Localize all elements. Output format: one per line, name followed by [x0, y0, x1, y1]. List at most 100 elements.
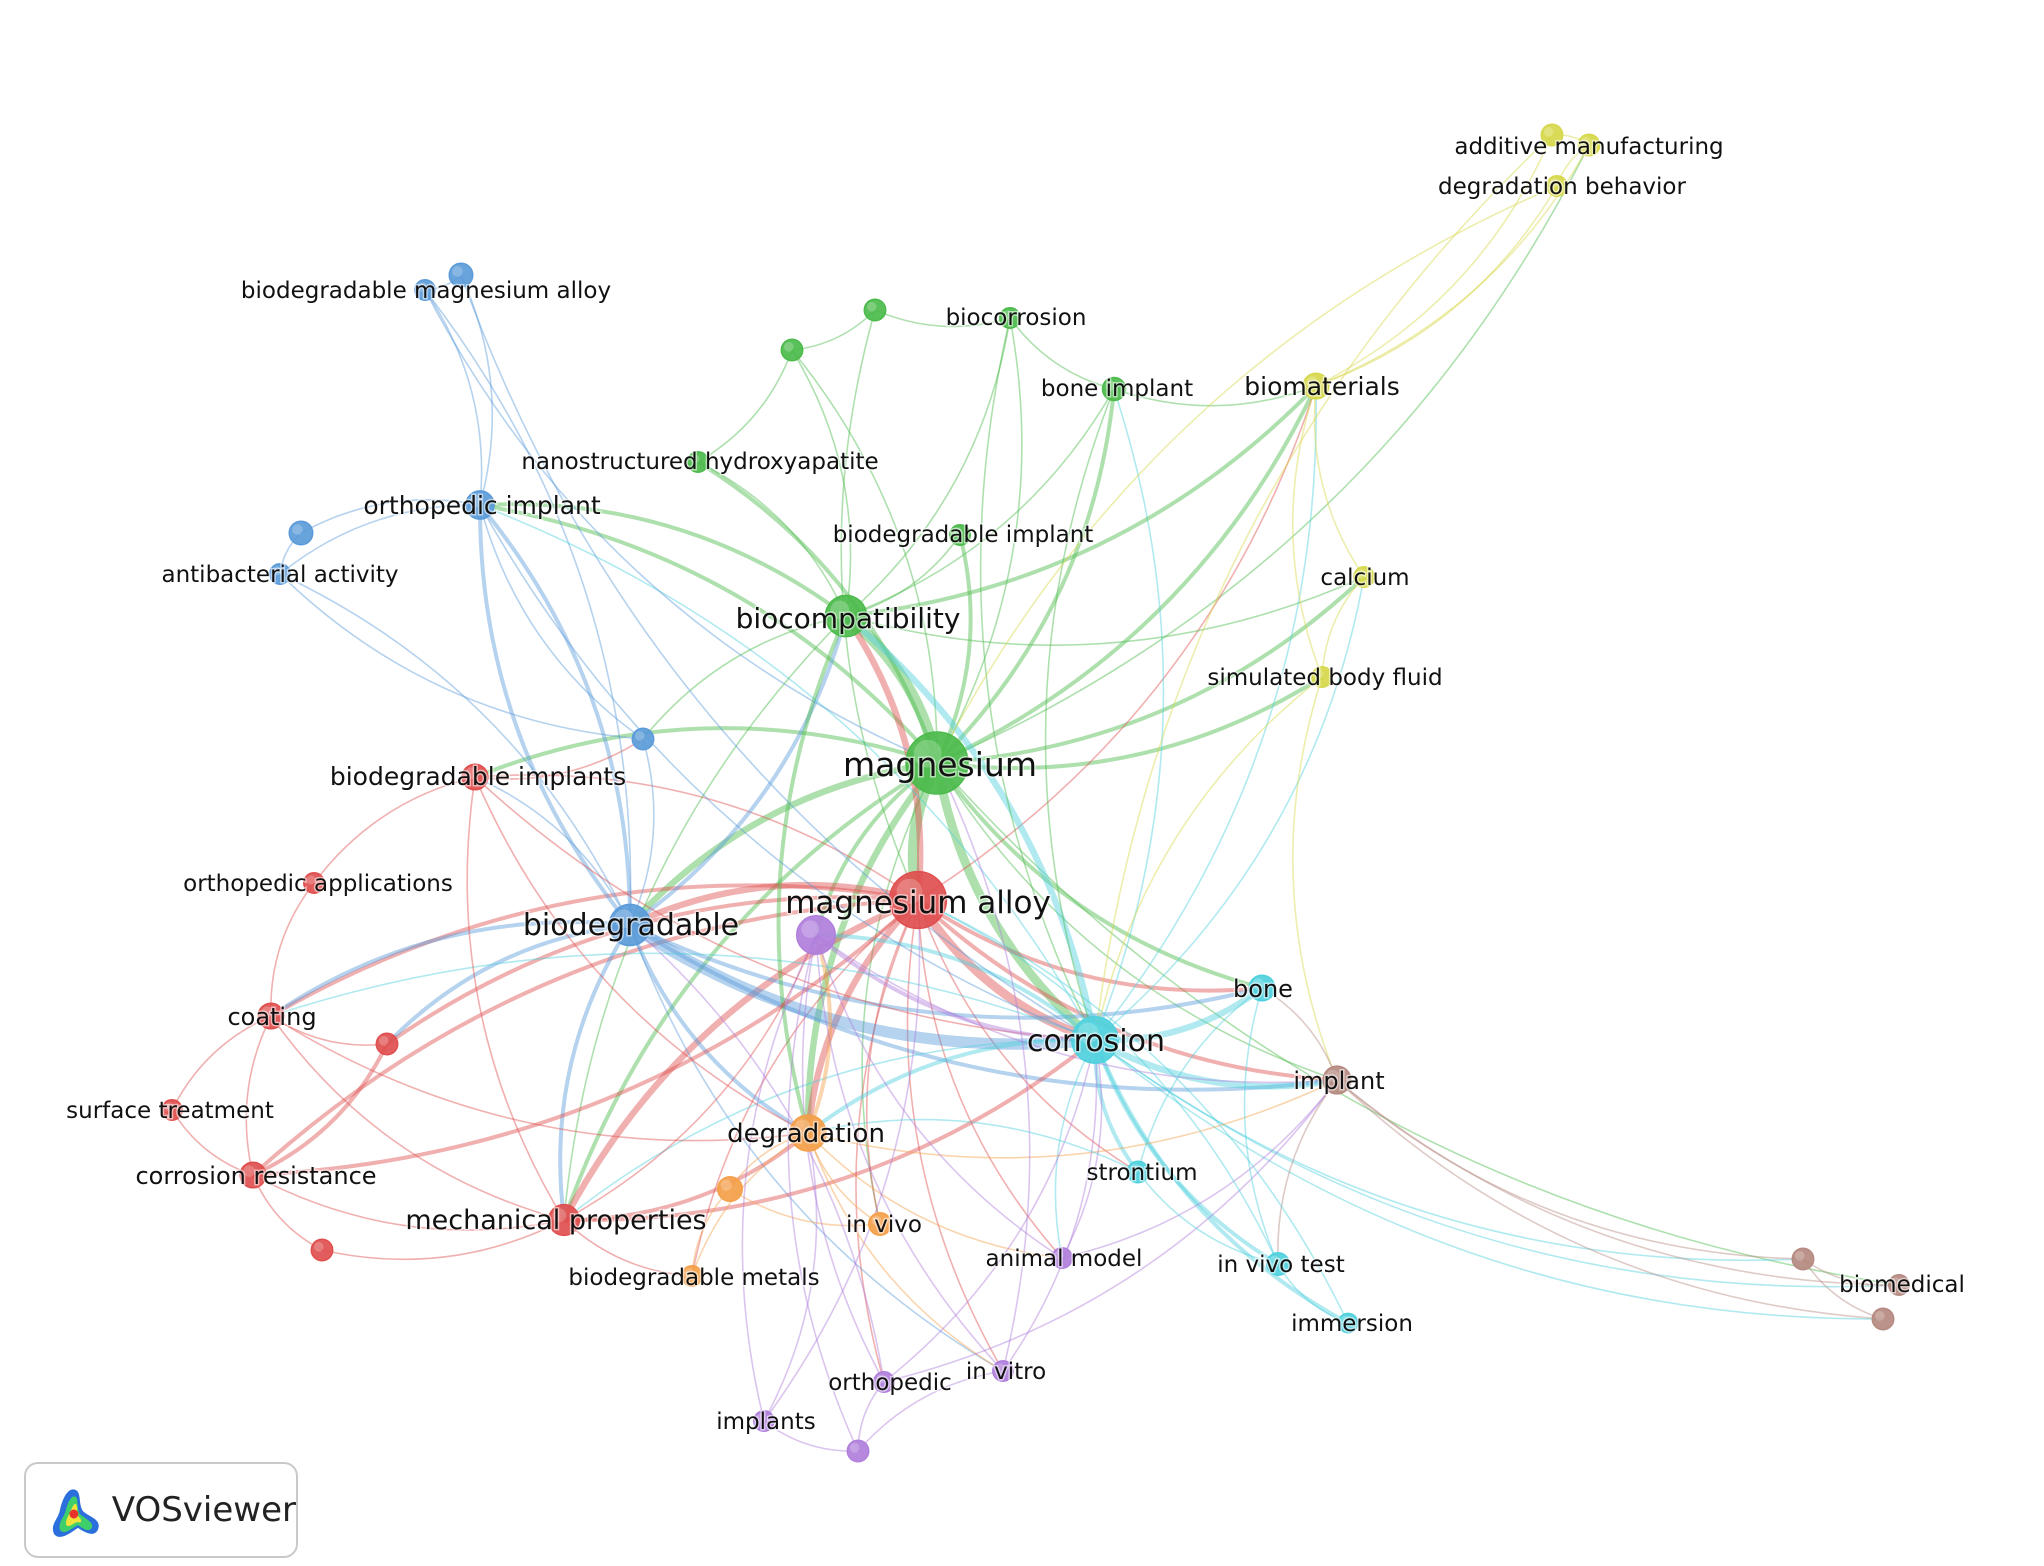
node-g-unl1[interactable]: [780, 338, 804, 362]
link-magnesium-bone: [935, 761, 1264, 990]
node-br-unl2[interactable]: [1871, 1307, 1895, 1331]
link-mechanical_properties-p_unl_main: [563, 934, 817, 1221]
node-magnesium-alloy[interactable]: [888, 870, 948, 930]
node-highlight: [1306, 376, 1318, 388]
link-bone-strontium: [1137, 987, 1263, 1173]
link-magnesium-degradation: [804, 759, 941, 1137]
node-magnesium[interactable]: [905, 731, 969, 795]
node-coating[interactable]: [257, 1002, 285, 1030]
node-y-unl1[interactable]: [1540, 123, 1564, 147]
node-immersion[interactable]: [1337, 1312, 1359, 1334]
link-orthopedic_implant-biodegradable: [477, 503, 632, 927]
label-implant: implant: [1293, 1067, 1384, 1095]
node-highlight: [1269, 1255, 1280, 1266]
node-implant[interactable]: [1322, 1065, 1352, 1095]
node-highlight: [1002, 310, 1012, 320]
node-mechanical-properties[interactable]: [547, 1203, 581, 1237]
label-additive-manufacturing: additive manufacturing: [1454, 134, 1723, 160]
node-highlight: [830, 600, 850, 620]
node-simulated-body-fluid[interactable]: [1311, 666, 1333, 688]
node-additive-manufacturing[interactable]: [1577, 133, 1601, 157]
node-highlight: [1326, 1069, 1340, 1083]
node-bone[interactable]: [1248, 974, 1276, 1002]
node-highlight: [1874, 1310, 1885, 1321]
node-antibacterial-activity[interactable]: [269, 563, 291, 585]
node-b-unl3[interactable]: [288, 520, 314, 546]
node-highlight: [1580, 136, 1591, 147]
link-corrosion-implant: [1091, 1036, 1341, 1090]
node-degradation-behavior[interactable]: [1546, 175, 1568, 197]
node-highlight: [378, 1035, 389, 1046]
node-biodegradable-implant[interactable]: [949, 524, 971, 546]
node-degradation[interactable]: [789, 1114, 827, 1152]
link-magnesium-biomaterials: [935, 384, 1318, 765]
node-in-vitro[interactable]: [992, 1360, 1014, 1382]
node-biomedical[interactable]: [1888, 1274, 1910, 1296]
link-orthopedic-implant: [883, 1079, 1338, 1383]
node-p-unl-main[interactable]: [795, 914, 837, 956]
node-in-vivo-test[interactable]: [1266, 1252, 1290, 1276]
node-biodegradable-magnesium-alloy[interactable]: [414, 279, 436, 301]
node-biodegradable-implants[interactable]: [461, 763, 489, 791]
label-in-vivo-test: in vivo test: [1217, 1252, 1344, 1278]
node-in-vivo[interactable]: [868, 1212, 892, 1236]
node-calcium[interactable]: [1353, 566, 1375, 588]
link-in_vitro-p_unl2: [857, 1370, 1004, 1452]
link-corrosion-br_unl1: [1094, 1039, 1804, 1262]
node-orthopedic-applications[interactable]: [303, 872, 325, 894]
link-degradation_behavior-magnesium: [936, 185, 1558, 764]
label-simulated-body-fluid: simulated body fluid: [1207, 665, 1442, 691]
link-biodegradable-antibacterial_activity: [279, 573, 631, 926]
link-biocompatibility-mechanical_properties: [563, 615, 847, 1221]
node-biocorrosion[interactable]: [999, 307, 1021, 329]
link-implant-br_unl1: [1336, 1079, 1804, 1260]
link-p_unl_main-orthopedic: [801, 934, 885, 1383]
node-nanostructured-hydroxyapatite[interactable]: [687, 451, 709, 473]
node-surface-treatment[interactable]: [161, 1099, 183, 1121]
node-corrosion[interactable]: [1071, 1016, 1119, 1064]
node-biodegradable[interactable]: [608, 903, 652, 947]
node-p-unl2[interactable]: [846, 1439, 870, 1463]
node-biocompatibility[interactable]: [824, 594, 868, 638]
node-br-unl1[interactable]: [1791, 1247, 1815, 1271]
node-implants[interactable]: [753, 1410, 775, 1432]
link-p_unl_main-animal_model: [815, 934, 1063, 1259]
node-orthopedic-implant[interactable]: [465, 490, 495, 520]
node-orthopedic[interactable]: [873, 1371, 895, 1393]
node-b-unl2[interactable]: [448, 262, 474, 288]
link-o_unl1-in_vivo: [729, 1188, 881, 1227]
node-corrosion-resistance[interactable]: [239, 1161, 267, 1189]
node-highlight: [896, 878, 923, 905]
node-highlight: [684, 1268, 694, 1278]
label-immersion: immersion: [1291, 1311, 1413, 1337]
node-highlight: [1549, 178, 1559, 188]
node-r-unl2[interactable]: [310, 1238, 334, 1262]
node-highlight: [794, 1119, 811, 1136]
label-biodegradable-implants: biodegradable implants: [330, 762, 626, 791]
label-bone-implant: bone implant: [1041, 376, 1193, 402]
node-r-unl1[interactable]: [375, 1032, 399, 1056]
node-biodegradable-metals[interactable]: [681, 1265, 703, 1287]
node-bone-implant[interactable]: [1101, 376, 1127, 402]
node-highlight: [783, 341, 794, 352]
node-animal-model[interactable]: [1051, 1247, 1073, 1269]
link-y_unl1-corrosion: [1094, 134, 1553, 1041]
link-corrosion-in_vivo_test: [1093, 1038, 1280, 1266]
node-strontium[interactable]: [1126, 1160, 1150, 1184]
link-orthopedic_applications-coating: [270, 882, 315, 1017]
node-o-unl1[interactable]: [716, 1175, 744, 1203]
node-highlight: [720, 1179, 732, 1191]
node-highlight: [1794, 1250, 1805, 1261]
link-biodegradable_implants-mechanical_properties: [466, 776, 565, 1221]
node-g-unl2[interactable]: [863, 298, 887, 322]
node-b-unl1[interactable]: [631, 727, 655, 751]
link-strontium-degradation: [807, 1118, 1139, 1173]
link-orthopedic_implant-b_unl3: [300, 499, 481, 534]
node-biomaterials[interactable]: [1302, 372, 1330, 400]
link-in_vitro-magnesium: [936, 762, 1031, 1372]
node-highlight: [292, 524, 303, 535]
link-magnesium_alloy-biodegradable: [626, 881, 922, 929]
link-biomaterials-simulated_body_fluid: [1292, 385, 1323, 678]
link-magnesium_alloy-biomaterials: [917, 385, 1317, 901]
